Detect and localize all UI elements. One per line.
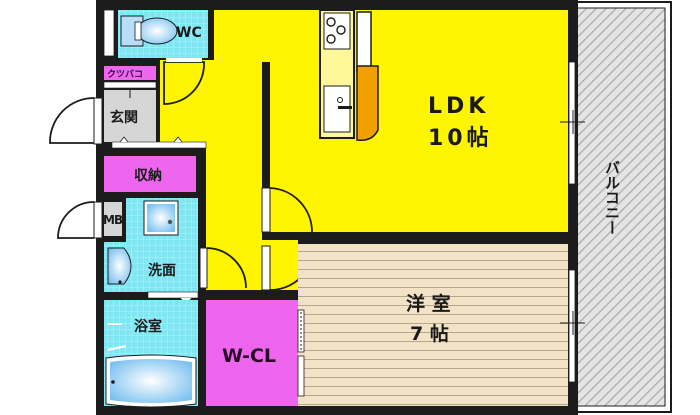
yoshitsu-label: 洋 室 xyxy=(406,292,451,315)
stove-icon xyxy=(326,17,346,44)
wcl-label: W-CL xyxy=(222,345,276,367)
room-entrance: 玄関 xyxy=(49,90,207,149)
window-yoshitsu xyxy=(560,269,585,383)
meter-box-door-icon xyxy=(57,201,95,239)
entrance-door-icon xyxy=(49,97,95,144)
entrance-label: 玄関 xyxy=(110,109,138,126)
washing-machine-icon xyxy=(143,200,179,236)
room-washroom: 洗面 xyxy=(104,198,199,305)
balcony-label: バルコニー xyxy=(603,160,621,235)
wc-label: WC xyxy=(176,25,202,41)
ldk-label: LDK xyxy=(428,94,489,119)
sink-icon xyxy=(337,97,352,109)
door-swing-icon xyxy=(206,247,247,289)
washroom-label: 洗面 xyxy=(148,262,176,279)
storage-label: 収納 xyxy=(134,167,162,184)
room-bathroom: 浴室 xyxy=(104,300,198,408)
room-walk-in-closet: W-CL xyxy=(206,300,305,406)
shoe-cabinet-label: クツバコ xyxy=(107,69,143,80)
balcony: バルコニー xyxy=(568,1,672,413)
bathtub-icon xyxy=(105,354,197,408)
shower-icon xyxy=(107,323,127,351)
kitchen-unit xyxy=(319,9,379,142)
room-storage: 収納 xyxy=(104,156,196,192)
toilet-icon xyxy=(120,15,178,47)
window-ldk xyxy=(560,61,585,185)
ldk-size-label: 10帖 xyxy=(428,126,493,151)
room-shoe-cabinet: クツバコ xyxy=(103,66,157,89)
bathroom-label: 浴室 xyxy=(134,318,162,335)
yoshitsu-size-label: 7 帖 xyxy=(410,322,449,345)
room-hallway xyxy=(160,60,315,291)
room-wc: WC xyxy=(103,9,208,62)
washbasin-icon xyxy=(107,247,132,285)
room-meter-box: MB xyxy=(57,201,124,239)
room-yoshitsu: 洋 室 7 帖 xyxy=(298,244,568,406)
meter-box-label: MB xyxy=(103,213,123,227)
door-swing-icon xyxy=(269,187,313,233)
door-swing-icon xyxy=(163,61,205,105)
room-ldk: LDK 10帖 xyxy=(214,9,568,232)
counter-icon xyxy=(356,65,379,142)
